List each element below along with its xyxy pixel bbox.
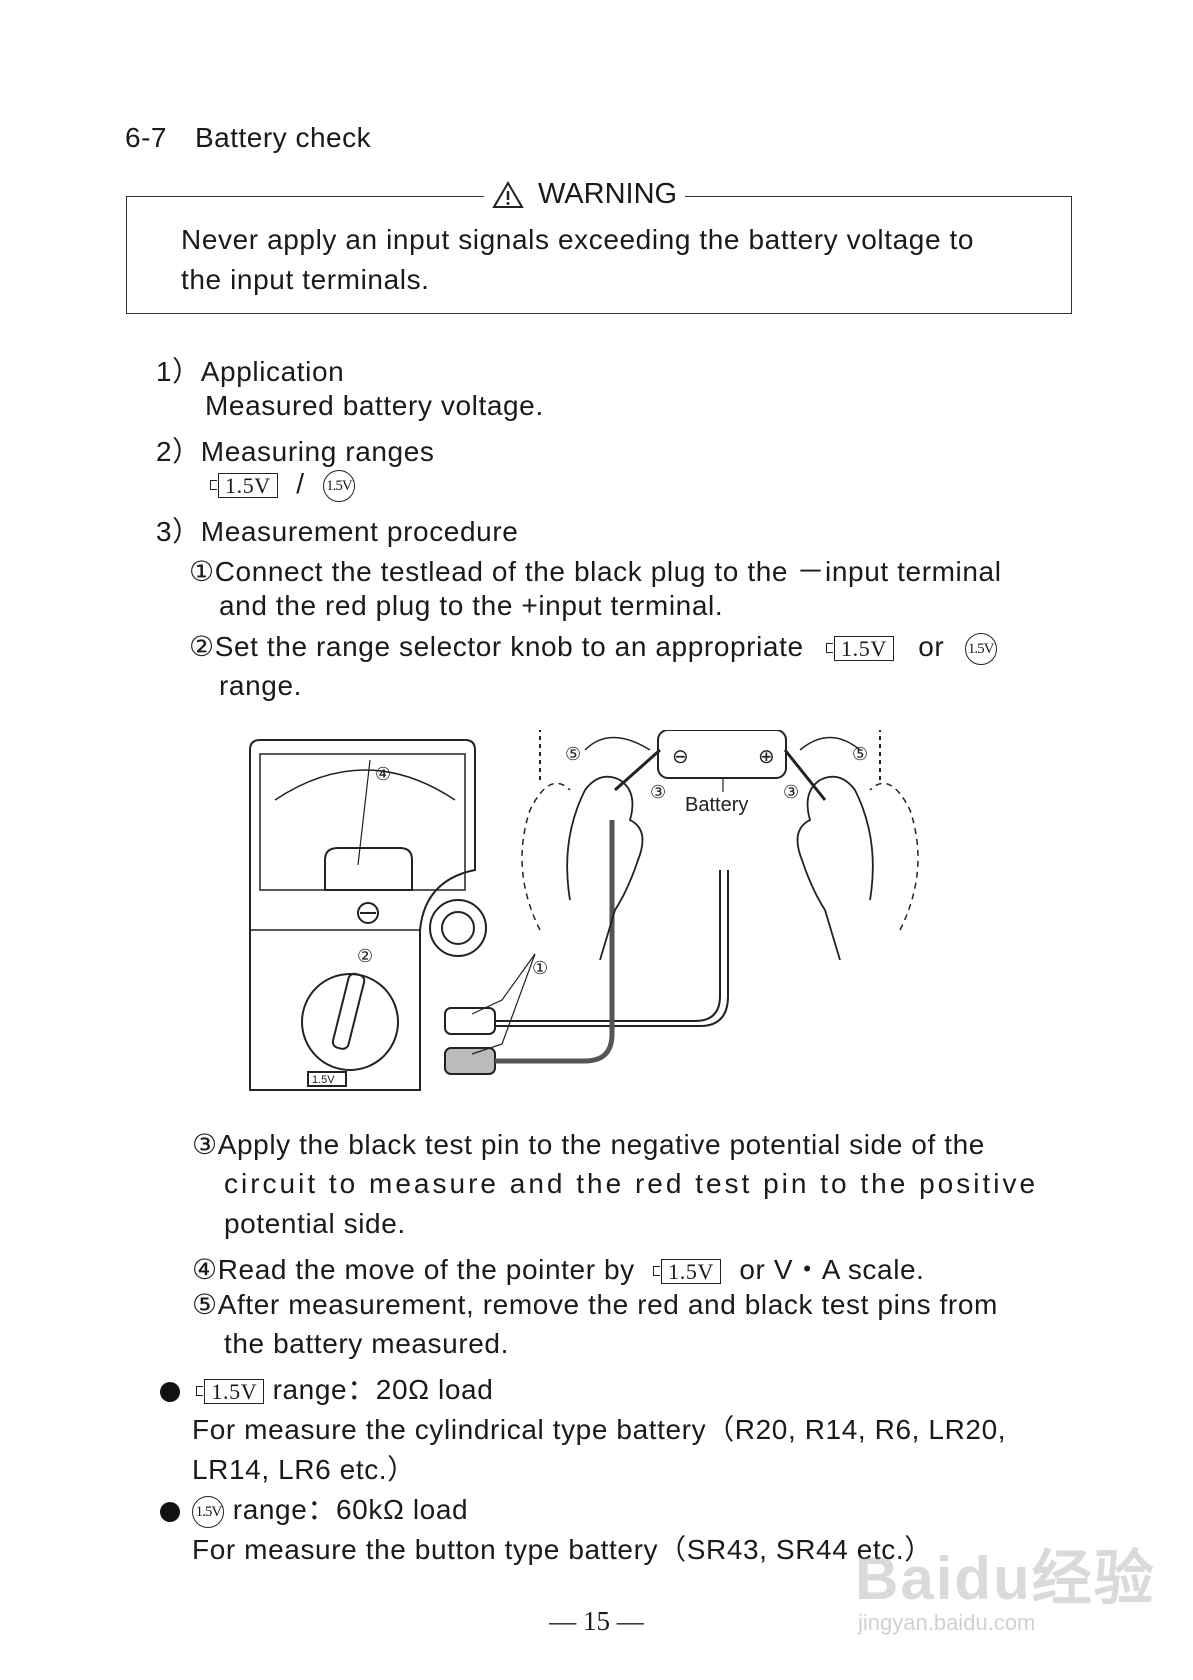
range-separator: / [296,468,305,499]
figure-callout-4: ④ [375,764,391,784]
step-4-range-box: 1.5V [653,1259,721,1284]
step-2-range-circle: 1.5V [964,632,997,665]
application-label: 1）Application [156,356,345,387]
bullet-1-line-3: LR14, LR6 etc.） [192,1454,416,1485]
step-2-or: or [918,631,945,662]
procedure-label: 3）Measurement procedure [156,516,519,547]
step-3-line-1: ③Apply the black test pin to the negativ… [192,1129,985,1160]
application-text: Measured battery voltage. [205,390,544,421]
bullet-dot [160,1501,180,1522]
figure-callout-2: ② [357,946,373,966]
step-3-line-3: potential side. [224,1208,406,1239]
battery-label: Battery [685,794,748,816]
battery-plus: ⊕ [758,746,775,768]
figure-callout-5-right: ⑤ [852,744,868,764]
step-4-suffix: or V・A scale. [739,1254,925,1285]
battery-check-diagram: ④ ② ① ③ ③ ⑤ ⑤ ⊖ ⊕ Battery 1.5V [249,730,919,1091]
bullet-1-range-box: 1.5V [196,1379,265,1404]
figure-callout-5-left: ⑤ [565,744,581,764]
meter-body [249,739,476,1091]
section-title: Battery check [194,122,372,153]
warning-line-2: the input terminals. [181,264,430,295]
page-number: — 15 — [549,1606,644,1636]
ranges-values: 1.5V / 1.5V [210,468,355,502]
bullet-1-line-2: For measure the cylindrical type battery… [192,1414,1007,1445]
battery-minus: ⊖ [672,746,689,768]
ranges-label: 2）Measuring ranges [156,436,435,467]
section-number: 6-7 [125,122,167,153]
warning-label: WARNING [538,178,678,210]
section-heading: 6-7 Battery check [125,122,371,154]
step-2-line-1: ②Set the range selector knob to an appro… [189,630,997,665]
range-box-1.5v: 1.5V [210,473,278,498]
step-1-line-2: and the red plug to the +input terminal. [219,590,724,621]
step-2-line-2: range. [219,670,302,701]
step-3-line-2: circuit to measure and the red test pin … [224,1168,1039,1199]
figure-callout-1: ① [532,958,548,978]
dial-range-label: 1.5V [312,1074,335,1086]
step-1-line-1: ①Connect the testlead of the black plug … [189,556,1002,587]
figure-callout-3-right: ③ [783,782,799,802]
watermark-url: jingyan.baidu.com [858,1610,1036,1635]
bullet-dot [160,1381,180,1402]
bullet-2-line-1: 1.5V range：60kΩ load [160,1488,468,1528]
figure-callout-3-left: ③ [650,782,666,802]
step-5-line-2: the battery measured. [224,1328,509,1359]
warning-heading: WARNING [484,178,686,211]
warning-line-1: Never apply an input signals exceeding t… [181,224,975,255]
step-5-line-1: ⑤After measurement, remove the red and b… [192,1289,998,1320]
bullet-1-text: range：20Ω load [272,1374,494,1405]
step-2-range-box: 1.5V [826,636,894,661]
watermark-logo: Baidu经验 [855,1545,1156,1612]
step-2-text: ②Set the range selector knob to an appro… [189,631,804,662]
warning-triangle-icon [492,180,524,208]
right-hand [796,775,874,961]
bullet-2-range-circle: 1.5V [192,1495,225,1528]
bullet-1-line-1: 1.5V range：20Ω load [160,1368,493,1408]
warning-text: Never apply an input signals exceeding t… [181,220,1061,300]
left-hand [566,775,644,961]
step-4-line: ④Read the move of the pointer by 1.5V or… [192,1248,925,1288]
bullet-2-text: range：60kΩ load [232,1494,469,1525]
bullet-2-line-2: For measure the button type battery（SR43… [192,1534,933,1565]
range-circle-1.5v: 1.5V [322,469,355,502]
step-4-text: ④Read the move of the pointer by [192,1254,635,1285]
